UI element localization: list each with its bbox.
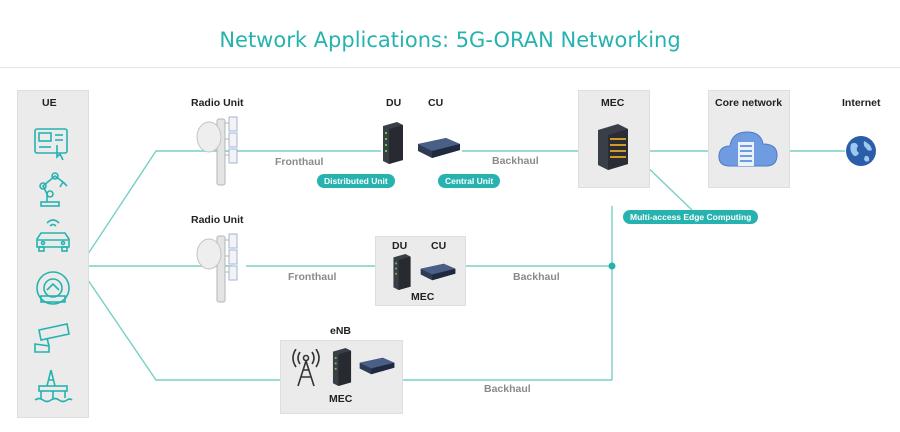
- backhaul-3-label: Backhaul: [484, 383, 531, 395]
- backhaul-1-label: Backhaul: [492, 155, 539, 167]
- ue-label: UE: [42, 97, 57, 109]
- cell-tower-icon: [292, 349, 320, 387]
- mec-top-label: MEC: [601, 97, 625, 109]
- cu-2-label: CU: [431, 240, 447, 252]
- core-network-label: Core network: [715, 97, 783, 109]
- ue-panel: [17, 90, 89, 418]
- distributed-unit-server-icon: [383, 122, 403, 164]
- distributed-unit-badge: Distributed Unit: [317, 174, 395, 188]
- cctv-camera-icon: [34, 323, 70, 353]
- backhaul-junction-dot: [608, 262, 616, 270]
- enb-server-icon: [332, 348, 352, 386]
- du-cu-mec-box: [375, 236, 466, 306]
- du-2-label: DU: [392, 240, 408, 252]
- page-title: Network Applications: 5G-ORAN Networking: [219, 28, 681, 52]
- fronthaul-2-label: Fronthaul: [288, 271, 337, 283]
- du-server-icon: [393, 254, 411, 290]
- mec-bottom-label: MEC: [329, 393, 353, 405]
- backhaul-2-label: Backhaul: [513, 271, 560, 283]
- cu-1-label: CU: [428, 97, 444, 109]
- central-unit-badge: Central Unit: [438, 174, 501, 188]
- hmi-panel-icon: [34, 128, 68, 161]
- connected-car-icon: [36, 219, 70, 252]
- radio-unit-antenna-icon: [196, 233, 238, 303]
- radio-unit-2-label: Radio Unit: [191, 214, 244, 226]
- internet-label: Internet: [842, 97, 881, 109]
- ue-to-bottom-path: [87, 279, 280, 381]
- du-1-label: DU: [386, 97, 402, 109]
- enb-label: eNB: [330, 325, 352, 337]
- mec-server-icon: [598, 124, 628, 170]
- globe-icon: [846, 136, 876, 166]
- cu-appliance-icon: [420, 263, 456, 281]
- title-divider: [0, 67, 900, 68]
- enb-appliance-icon: [359, 357, 395, 375]
- mec-badge: Multi-access Edge Computing: [623, 210, 759, 224]
- central-unit-appliance-icon: [418, 138, 460, 158]
- oil-rig-icon: [34, 369, 73, 403]
- radio-unit-antenna-icon: [196, 116, 238, 186]
- fronthaul-1-label: Fronthaul: [275, 156, 324, 168]
- robot-arm-icon: [39, 172, 68, 207]
- cloud-server-icon: [718, 131, 778, 167]
- radio-unit-1-label: Radio Unit: [191, 97, 244, 109]
- mec-mid-label: MEC: [411, 291, 435, 303]
- mri-scanner-icon: [36, 271, 70, 305]
